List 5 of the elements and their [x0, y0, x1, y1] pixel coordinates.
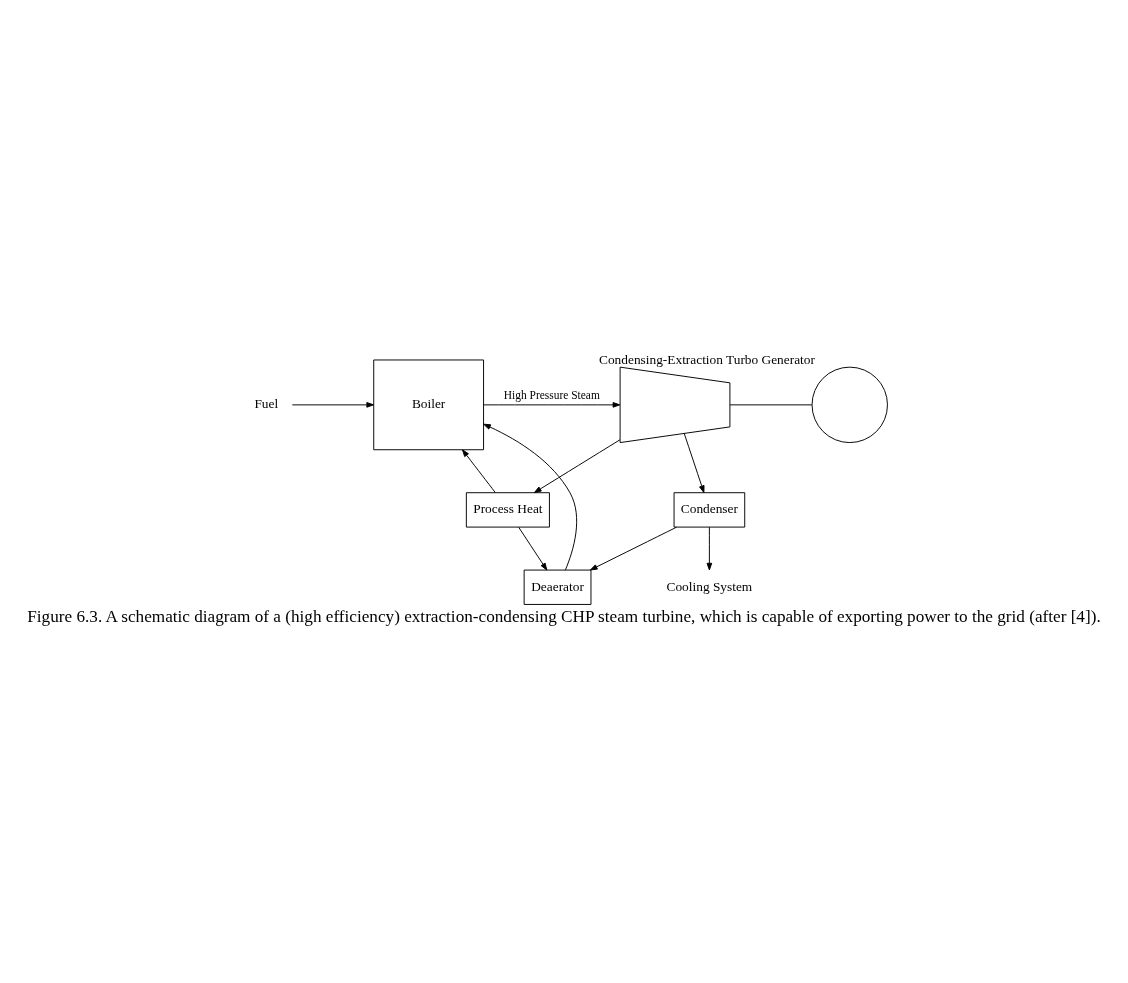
node-text: Cooling System	[666, 578, 753, 594]
node-text: Fuel	[254, 395, 279, 411]
node-label: Condensing-Extraction Turbo Generator	[599, 351, 815, 367]
caption: Figure 6.3. A schematic diagram of a (high efficiency) extraction-condensing CHP steam turbine, which is capable of exporting power to the grid (after [4]).	[27, 606, 1101, 626]
edge-label: High Pressure Steam	[503, 388, 600, 401]
